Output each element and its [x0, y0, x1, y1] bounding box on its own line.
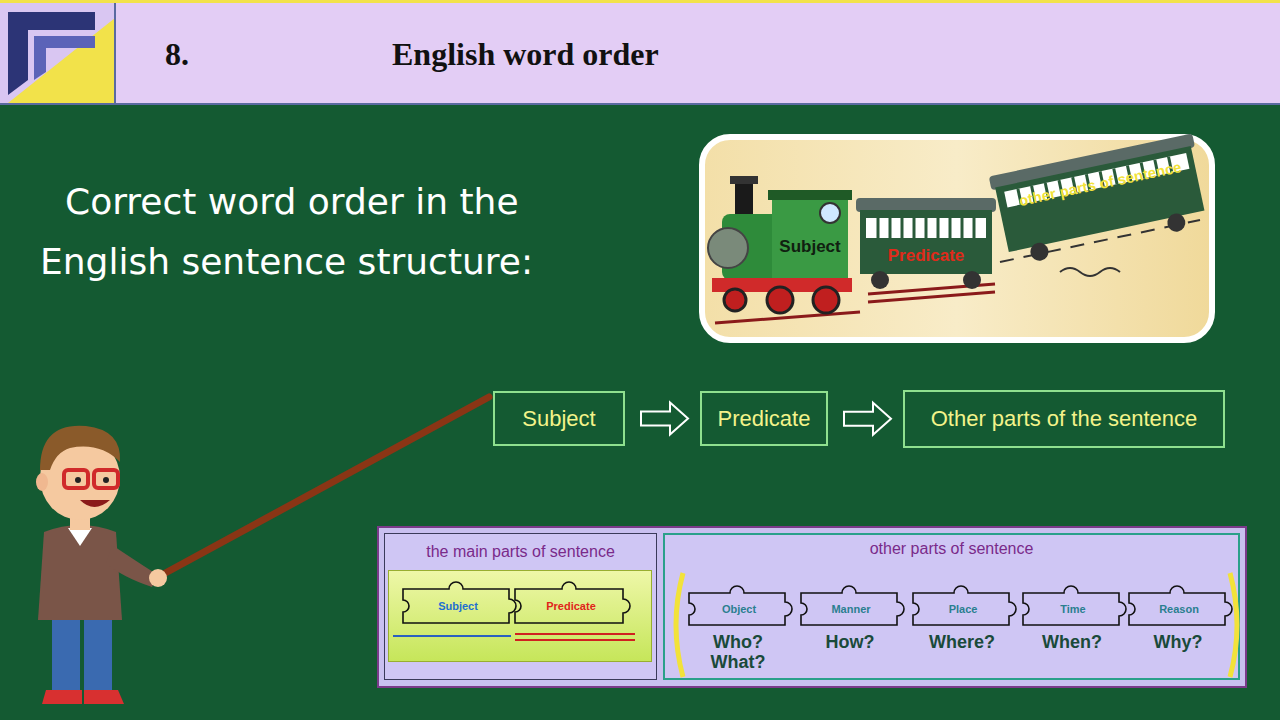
ear	[36, 473, 48, 491]
panel-heading: the main parts of sentence	[385, 543, 656, 561]
question-text: How?	[794, 632, 906, 652]
piece-shape	[515, 582, 630, 623]
leg	[52, 615, 80, 691]
logo-inner	[34, 36, 95, 80]
table-panel: the main parts of sentenceSubject Predica…	[384, 533, 657, 680]
chimney-top	[730, 176, 758, 184]
puzzle-piece: PlaceWhere?	[911, 585, 1023, 627]
track	[1060, 268, 1120, 276]
logo-edge	[114, 3, 116, 103]
mouth	[80, 500, 110, 507]
puzzle-piece: TimeWhen?	[1021, 585, 1133, 627]
car-body	[860, 210, 992, 274]
tilted-car	[989, 133, 1212, 267]
puzzle-piece: ObjectWho? What?	[687, 585, 799, 627]
glasses	[94, 470, 118, 488]
shoe	[42, 690, 82, 704]
car-roof	[856, 198, 996, 212]
question-text: When?	[1016, 632, 1128, 652]
wheel	[963, 271, 981, 289]
intro-text: Correct word order in the English senten…	[40, 172, 615, 292]
window-bars	[878, 218, 974, 238]
flow-box: Subject	[493, 391, 625, 446]
table-panel: other parts of sentenceObjectWho? What?M…	[663, 533, 1240, 680]
collar	[68, 528, 92, 546]
glasses	[64, 470, 88, 488]
chimney	[735, 182, 753, 216]
bracket	[676, 573, 683, 677]
predicate-underline	[515, 639, 635, 641]
bracket	[1230, 573, 1237, 677]
piece-text: Predicate	[523, 590, 619, 621]
piece-text: Reason	[1137, 594, 1221, 623]
predicate-underline	[515, 633, 635, 635]
flow-box: Predicate	[700, 391, 828, 446]
train-car-label: Predicate	[864, 243, 988, 269]
puzzle-piece: Subject	[401, 581, 523, 625]
wheel	[724, 289, 746, 311]
question-text: Why?	[1122, 632, 1234, 652]
subject-underline	[393, 635, 511, 637]
eye	[75, 477, 81, 483]
panel-heading: other parts of sentence	[665, 540, 1238, 558]
box-text: Other parts of the sentence	[931, 406, 1198, 432]
cab-roof	[768, 190, 852, 200]
header-top-line	[0, 0, 1280, 3]
eye	[103, 477, 109, 483]
box-text: Subject	[522, 406, 595, 432]
wheel	[813, 287, 839, 313]
piece-shape	[403, 582, 516, 623]
page-title: English word order	[392, 36, 659, 73]
hair	[40, 426, 120, 470]
logo	[0, 0, 116, 104]
slide-number: 8.	[165, 36, 189, 73]
leg	[84, 615, 112, 691]
hollow-arrow	[641, 403, 688, 435]
car-text: Predicate	[888, 246, 965, 266]
piece-shape	[1023, 586, 1126, 625]
sweater	[38, 525, 122, 620]
puzzle-piece: MannerHow?	[799, 585, 911, 627]
car-text: Subject	[779, 237, 840, 257]
wheel	[871, 271, 889, 289]
train-frame	[702, 137, 1212, 340]
piece-text: Place	[921, 594, 1005, 623]
question-text: Who? What?	[707, 632, 769, 672]
hollow-arrow	[844, 403, 891, 435]
puzzle-piece: Predicate	[513, 581, 637, 625]
train-car-label: Subject	[774, 234, 846, 260]
piece-text: Object	[697, 594, 781, 623]
highlight-ground	[388, 570, 652, 662]
piece-shape	[801, 586, 904, 625]
puzzle-piece: ReasonWhy?	[1127, 585, 1239, 627]
wheel	[767, 287, 793, 313]
boiler-front	[708, 228, 748, 268]
question-text: Where?	[906, 632, 1018, 652]
car-windows	[866, 218, 986, 238]
hand	[149, 569, 167, 587]
box-text: Predicate	[718, 406, 811, 432]
piece-text: Manner	[809, 594, 893, 623]
cab	[772, 196, 848, 282]
track	[715, 312, 860, 323]
logo-corner	[8, 12, 95, 95]
cab-window	[820, 203, 840, 223]
piece-shape	[689, 586, 792, 625]
piece-text: Subject	[411, 590, 505, 621]
piece-text: Time	[1031, 594, 1115, 623]
flow-box: Other parts of the sentence	[903, 390, 1225, 448]
piece-shape	[913, 586, 1016, 625]
shoe	[84, 690, 124, 704]
piece-shape	[1129, 586, 1232, 625]
logo-ground	[0, 3, 115, 103]
